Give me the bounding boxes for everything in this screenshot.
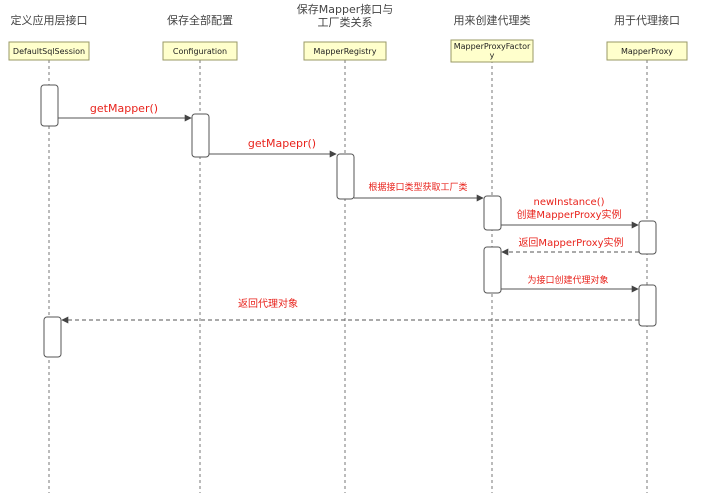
participant-label-line2: y (490, 51, 495, 60)
message-label-return-mapper-proxy: 返回MapperProxy实例 (518, 236, 623, 249)
participant-mapper-proxy-factory[interactable]: MapperProxyFactor y (450, 39, 534, 63)
participant-mapper-registry[interactable]: MapperRegistry (303, 41, 387, 61)
participant-mapper-proxy[interactable]: MapperProxy (606, 41, 688, 61)
activation-mapper-proxy-factory-2 (483, 246, 502, 294)
activation-mapper-proxy-1 (638, 220, 657, 255)
activation-mapper-proxy-2 (638, 284, 657, 327)
participant-label: MapperRegistry (314, 47, 377, 56)
message-label-return-proxy-object: 返回代理对象 (238, 297, 298, 310)
role-caption-default-sql-session: 定义应用层接口 (11, 13, 88, 27)
role-caption-configuration: 保存全部配置 (167, 13, 233, 27)
message-label-new-instance-line2: 创建MapperProxy实例 (516, 208, 621, 221)
role-caption-mapper-registry-line1: 保存Mapper接口与 (297, 2, 394, 16)
role-caption-mapper-proxy: 用于代理接口 (614, 14, 680, 27)
activation-mapper-proxy-factory-1 (483, 195, 502, 231)
message-label-new-instance-line1: newInstance() (533, 197, 604, 208)
participant-label: Configuration (173, 47, 227, 56)
participant-label-line1: MapperProxyFactor (454, 42, 531, 51)
role-caption-mapper-proxy-factory: 用来创建代理类 (454, 13, 531, 27)
role-caption-mapper-registry-line2: 工厂类关系 (318, 15, 373, 29)
activation-mapper-registry-1 (336, 153, 355, 200)
activation-default-sql-session-1 (40, 84, 59, 127)
message-label-get-mapper: getMapper() (90, 102, 158, 115)
participant-default-sql-session[interactable]: DefaultSqlSession (8, 41, 90, 61)
activation-default-sql-session-2 (43, 316, 62, 358)
message-label-create-proxy: 为接口创建代理对象 (527, 274, 608, 286)
message-label-get-factory: 根据接口类型获取工厂类 (368, 181, 467, 193)
activation-configuration-1 (191, 113, 210, 158)
participant-label: DefaultSqlSession (13, 47, 85, 56)
participant-configuration[interactable]: Configuration (162, 41, 238, 61)
message-label-get-mapepr: getMapepr() (248, 137, 316, 150)
participant-label: MapperProxy (621, 47, 673, 56)
